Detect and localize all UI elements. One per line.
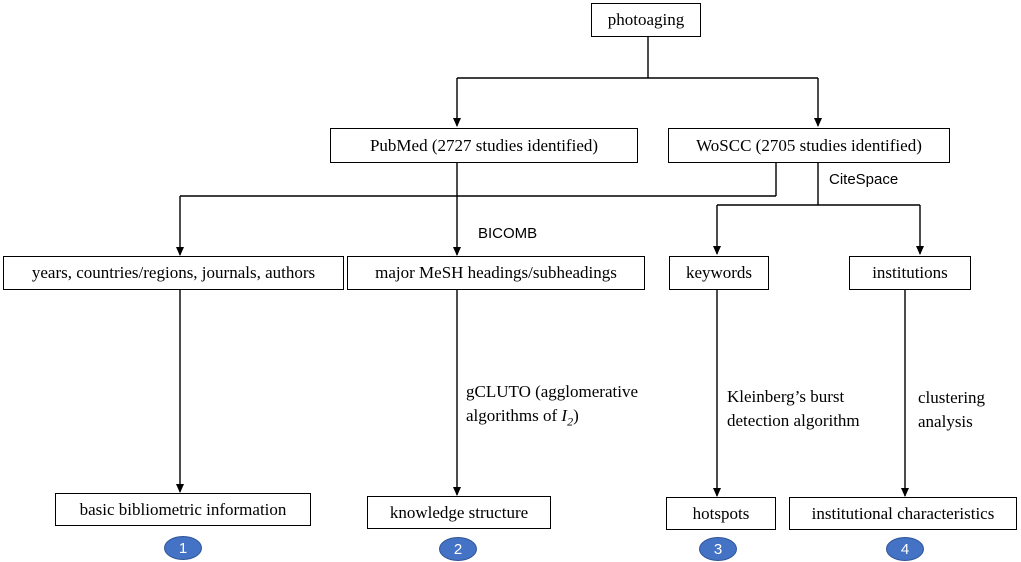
keywords-label: keywords — [685, 263, 753, 282]
woscc-node: WoSCC (2705 studies identified) — [668, 128, 950, 163]
institutional-output-node: institutional characteristics — [789, 497, 1017, 530]
basic-analysis-node: years, countries/regions, journals, auth… — [3, 256, 344, 290]
gcluto-variable: I — [561, 406, 568, 425]
institutional-output-label: institutional characteristics — [811, 503, 995, 523]
gcluto-line2-suffix: ) — [573, 406, 579, 425]
pubmed-label: PubMed (2727 studies identified) — [369, 135, 599, 155]
institutions-node: institutions — [849, 256, 971, 290]
step-badge-2: 2 — [439, 537, 477, 561]
root-node: photoaging — [591, 3, 701, 37]
knowledge-output-label: knowledge structure — [389, 502, 529, 522]
keywords-node: keywords — [669, 256, 769, 290]
root-label: photoaging — [607, 10, 685, 29]
gcluto-label: gCLUTO (agglomerative algorithms of I2) — [466, 380, 638, 433]
gcluto-subscript: 2 — [567, 414, 574, 429]
citespace-label: CiteSpace — [829, 171, 899, 188]
clustering-line1: clustering — [918, 388, 986, 407]
pubmed-node: PubMed (2727 studies identified) — [330, 128, 638, 163]
bicomb-label: BICOMB — [478, 225, 538, 242]
woscc-label: WoSCC (2705 studies identified) — [696, 135, 922, 155]
hotspots-output-node: hotspots — [666, 497, 776, 530]
step-badge-4: 4 — [886, 537, 924, 561]
step-badge-3: 3 — [699, 537, 737, 561]
clustering-line2: analysis — [918, 412, 973, 431]
mesh-node: major MeSH headings/subheadings — [347, 256, 645, 290]
kleinberg-line1: Kleinberg’s burst — [727, 387, 845, 406]
gcluto-line2-prefix: algorithms of — [466, 406, 562, 425]
knowledge-output-node: knowledge structure — [367, 496, 551, 529]
kleinberg-line2: detection algorithm — [727, 411, 860, 430]
gcluto-line1: gCLUTO (agglomerative — [466, 382, 639, 401]
gcluto-line2: algorithms of I2) — [466, 404, 638, 433]
basic-analysis-label: years, countries/regions, journals, auth… — [31, 263, 316, 282]
mesh-label: major MeSH headings/subheadings — [375, 263, 617, 282]
step-badge-1: 1 — [164, 536, 202, 560]
basic-output-label: basic bibliometric information — [79, 499, 287, 519]
clustering-label: clustering analysis — [918, 386, 985, 434]
institutions-label: institutions — [872, 263, 948, 282]
kleinberg-label: Kleinberg’s burst detection algorithm — [727, 385, 860, 433]
hotspots-output-label: hotspots — [692, 503, 750, 523]
basic-output-node: basic bibliometric information — [55, 493, 311, 526]
